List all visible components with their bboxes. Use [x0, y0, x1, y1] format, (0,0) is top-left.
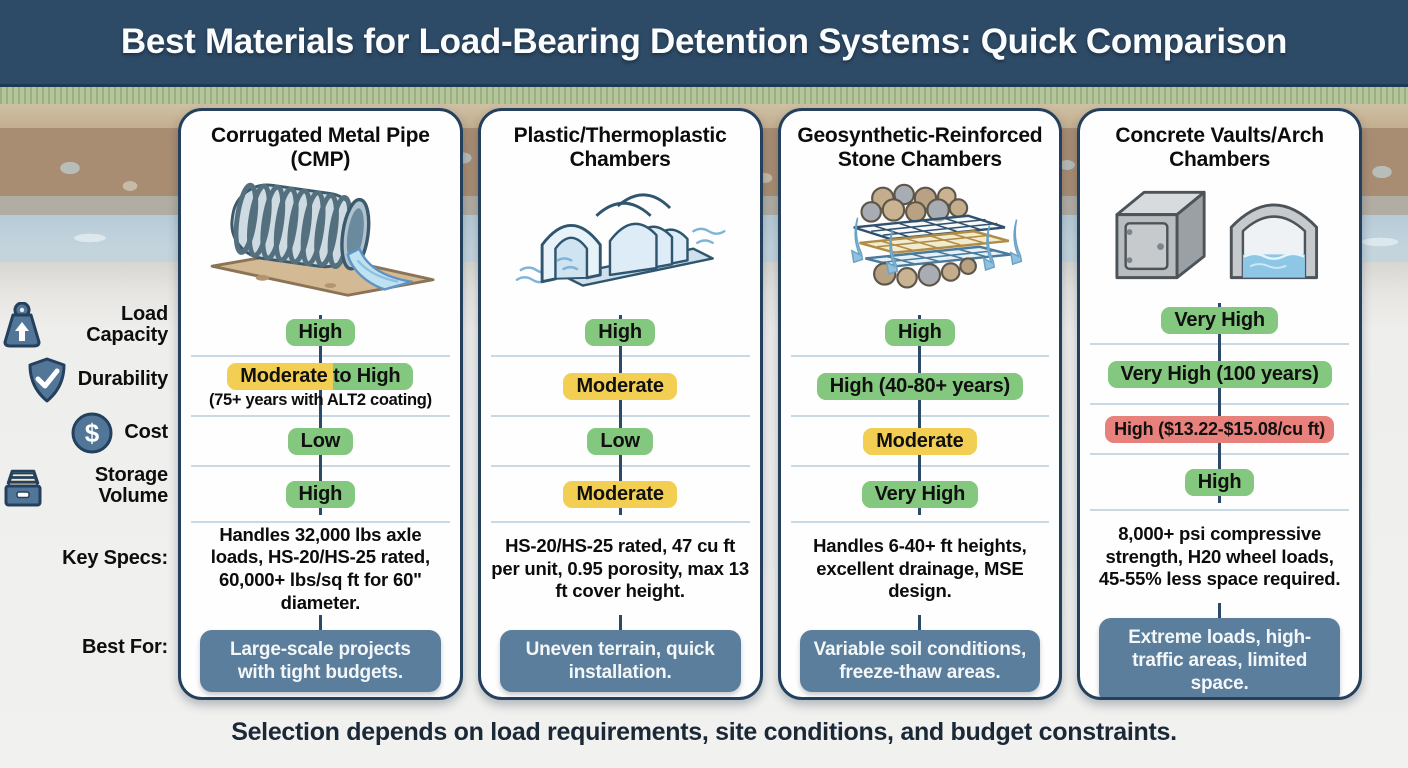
- connector-stub: [781, 615, 1060, 630]
- storage-volume-row: High: [181, 467, 460, 521]
- row-label: Load Capacity: [86, 302, 168, 346]
- row-label-cost: $ Cost: [0, 408, 168, 458]
- cost-badge: Low: [287, 427, 354, 455]
- durability-badge: Moderate: [563, 372, 677, 400]
- card-illustration: [181, 171, 460, 309]
- key-specs-text: Handles 32,000 lbs axle loads, HS-20/HS-…: [210, 523, 430, 613]
- key-specs-text: HS-20/HS-25 rated, 47 cu ft per unit, 0.…: [491, 535, 749, 602]
- plastic-chambers-illustration: [516, 193, 727, 287]
- card-plastic-chambers: Plastic/Thermoplastic Chambers: [477, 108, 763, 700]
- cost-row: Low: [481, 417, 760, 465]
- card-concrete-vaults: Concrete Vaults/Arch Chambers: [1077, 108, 1362, 700]
- row-label: Key Specs:: [62, 547, 168, 570]
- card-title: Corrugated Metal Pipe (CMP): [211, 124, 430, 171]
- storage-drawer-icon: [4, 469, 42, 507]
- connector-stub: [181, 615, 460, 630]
- connector-stub: [1080, 603, 1359, 618]
- concrete-vault-arch-illustration: [1115, 190, 1318, 280]
- weight-icon: [3, 302, 41, 348]
- comparison-cards: Corrugated Metal Pipe (CMP): [178, 108, 1362, 700]
- durability-row: Very High (100 years): [1080, 345, 1359, 403]
- ratings-section: High High (40-80+ years) Moderate Very H…: [781, 309, 1060, 693]
- header-banner: Best Materials for Load-Bearing Detentio…: [0, 0, 1408, 84]
- svg-text:$: $: [85, 418, 100, 448]
- row-label: Cost: [124, 421, 168, 444]
- card-illustration: [781, 171, 1060, 309]
- durability-note: (75+ years with ALT2 coating): [208, 390, 432, 409]
- cost-row: High ($13.22-$15.08/cu ft): [1080, 405, 1359, 453]
- ratings-section: High Moderate Low Moderate HS-20/HS-25 r…: [481, 309, 760, 693]
- dollar-icon: $: [71, 412, 113, 454]
- connector-line: [1218, 303, 1222, 503]
- card-title: Plastic/Thermoplastic Chambers: [513, 124, 727, 171]
- row-divider: [1090, 509, 1349, 511]
- load-capacity-badge: High: [285, 318, 356, 346]
- connector-line: [318, 315, 322, 515]
- footer-note: Selection depends on load requirements, …: [0, 718, 1408, 747]
- load-capacity-row: High: [181, 309, 460, 355]
- best-for-box: Uneven terrain, quick installation.: [499, 630, 741, 693]
- row-divider: [790, 521, 1050, 523]
- row-label-best-for: Best For:: [0, 633, 168, 663]
- card-illustration: [1080, 171, 1359, 297]
- durability-badge: Very High (100 years): [1107, 360, 1332, 388]
- card-title: Concrete Vaults/Arch Chambers: [1115, 124, 1324, 171]
- storage-volume-row: Very High: [781, 467, 1060, 521]
- storage-volume-row: Moderate: [481, 467, 760, 521]
- load-capacity-badge: High: [885, 318, 955, 346]
- cost-badge: High ($13.22-$15.08/cu ft): [1105, 415, 1335, 443]
- load-capacity-row: Very High: [1080, 297, 1359, 343]
- cost-row: Low: [181, 417, 460, 465]
- card-illustration: [481, 171, 760, 309]
- geosynthetic-stone-illustration: [851, 183, 1023, 289]
- row-label-storage-volume: Storage Volume: [0, 458, 168, 514]
- durability-row: Moderate: [481, 357, 760, 415]
- best-for-box: Variable soil conditions, freeze-thaw ar…: [799, 630, 1041, 693]
- connector-line: [918, 315, 922, 515]
- best-for-box: Extreme loads, high-traffic areas, limit…: [1099, 618, 1340, 697]
- cost-badge: Low: [587, 427, 653, 455]
- connector-line: [618, 315, 622, 515]
- connector-stub: [481, 615, 760, 630]
- durability-badge: High (40-80+ years): [816, 372, 1023, 400]
- row-label-durability: Durability: [0, 357, 168, 403]
- durability-badge: Moderate to High: [227, 362, 414, 390]
- card-title: Geosynthetic-Reinforced Stone Chambers: [797, 124, 1043, 171]
- row-label: Storage Volume: [94, 463, 168, 507]
- shield-check-icon: [28, 357, 66, 403]
- load-capacity-row: High: [781, 309, 1060, 355]
- storage-volume-badge: High: [1184, 468, 1255, 496]
- storage-volume-row: High: [1080, 455, 1359, 509]
- row-label-load-capacity: Load Capacity: [0, 298, 168, 352]
- cmp-pipe-illustration: [210, 182, 435, 297]
- load-capacity-badge: High: [585, 318, 655, 346]
- row-divider: [191, 521, 450, 523]
- row-label-key-specs: Key Specs:: [0, 544, 168, 574]
- storage-volume-badge: High: [285, 480, 356, 508]
- criteria-rail: Load Capacity Durability $ Cost: [0, 0, 174, 768]
- row-divider: [490, 521, 750, 523]
- load-capacity-row: High: [481, 309, 760, 355]
- card-corrugated-metal-pipe: Corrugated Metal Pipe (CMP): [178, 108, 463, 700]
- load-capacity-badge: Very High: [1161, 306, 1278, 334]
- grass-strip: [0, 87, 1408, 104]
- cost-row: Moderate: [781, 417, 1060, 465]
- cost-badge: Moderate: [863, 427, 977, 455]
- durability-row: Moderate to High (75+ years with ALT2 co…: [181, 357, 460, 415]
- key-specs-text: 8,000+ psi compressive strength, H20 whe…: [1098, 523, 1341, 590]
- key-specs-text: Handles 6-40+ ft heights, excellent drai…: [813, 535, 1027, 602]
- storage-volume-badge: Moderate: [563, 480, 677, 508]
- ratings-section: High Moderate to High (75+ years with AL…: [181, 309, 460, 693]
- row-label: Durability: [77, 368, 168, 391]
- row-label: Best For:: [82, 636, 168, 659]
- card-geosynthetic-stone-chambers: Geosynthetic-Reinforced Stone Chambers: [777, 108, 1063, 700]
- page-title: Best Materials for Load-Bearing Detentio…: [120, 22, 1288, 61]
- ratings-section: Very High Very High (100 years) High ($1…: [1080, 297, 1359, 697]
- best-for-box: Large-scale projects with tight budgets.: [200, 630, 441, 693]
- durability-row: High (40-80+ years): [781, 357, 1060, 415]
- storage-volume-badge: Very High: [861, 480, 979, 508]
- footer-text: Selection depends on load requirements, …: [231, 718, 1177, 746]
